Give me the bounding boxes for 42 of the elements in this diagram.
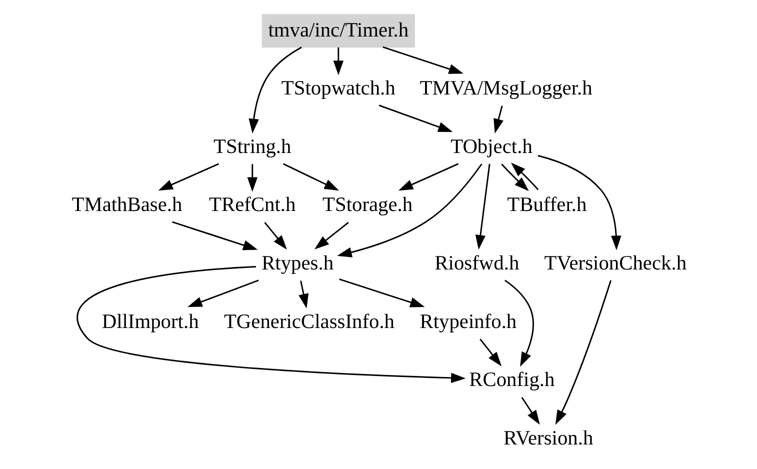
arrow <box>475 163 490 250</box>
node-text: TStopwatch.h <box>281 77 396 100</box>
arrow <box>378 104 453 132</box>
arrow <box>339 278 425 307</box>
arrow <box>333 46 344 75</box>
arrow <box>501 163 529 191</box>
arrow <box>398 162 459 190</box>
node-text: Rtypeinfo.h <box>420 310 517 332</box>
node-text: Riosfwd.h <box>434 252 520 274</box>
node-text: Rtypes.h <box>262 252 334 274</box>
node-text: TGenericClassInfo.h <box>224 310 395 332</box>
arrow <box>76 265 466 383</box>
arrow <box>158 162 220 190</box>
node-text: RVersion.h <box>504 427 594 450</box>
node-text: TMathBase.h <box>72 194 182 216</box>
arrow <box>264 221 287 250</box>
arrow <box>172 220 258 250</box>
arrow <box>538 154 622 250</box>
arrow <box>298 280 309 308</box>
arrow <box>382 46 464 74</box>
arrow <box>504 279 534 366</box>
arrow <box>337 163 482 257</box>
node-text: TVersionCheck.h <box>544 252 687 274</box>
arrow <box>510 162 539 190</box>
node-text: TBuffer.h <box>507 194 587 216</box>
arrow <box>282 162 339 190</box>
arrow <box>555 280 612 424</box>
arrow <box>480 338 502 366</box>
arrow <box>188 279 259 307</box>
node-text: RConfig.h <box>469 368 555 391</box>
arrow <box>494 105 504 133</box>
arrow <box>248 46 302 133</box>
node-text: TObject.h <box>450 135 532 158</box>
arrow <box>314 221 349 249</box>
node-text: TRefCnt.h <box>209 194 296 216</box>
arrow <box>521 396 540 424</box>
node-text: TMVA/MsgLogger.h <box>420 77 592 100</box>
arrow <box>247 164 258 192</box>
node-text: TString.h <box>214 135 292 158</box>
node-box: tmva/inc/Timer.h <box>262 14 415 48</box>
node-text: TStorage.h <box>322 194 413 216</box>
node-text: DllImport.h <box>102 310 199 332</box>
